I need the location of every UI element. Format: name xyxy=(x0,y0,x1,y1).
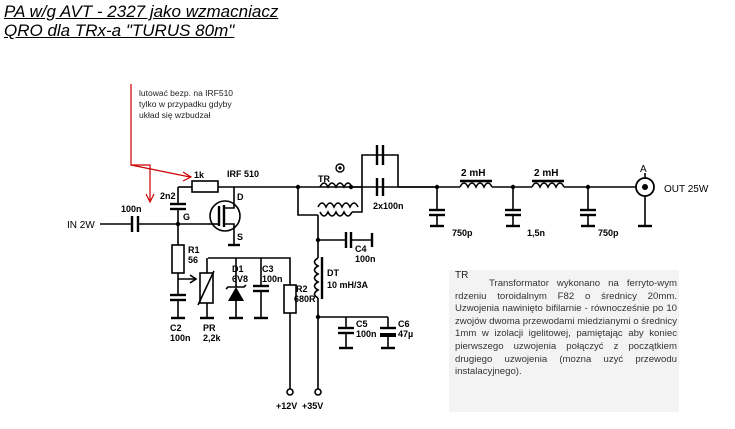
pot-slash xyxy=(197,270,215,306)
output-node-label: A xyxy=(640,164,647,175)
annotation-arrow-line-2 xyxy=(130,164,191,178)
output-transformer: TR C4 100n DT 10 mH/3A C5 100n C6 xyxy=(295,163,413,411)
title-line-2: QRO dla TRx-a "TURUS 80m" xyxy=(4,21,235,40)
c5-name: C5 xyxy=(356,319,368,329)
annotation-line-3: układ się wzbudzał xyxy=(139,110,210,120)
r1-value: 56 xyxy=(188,255,198,265)
mosfet: IRF 510 D S xyxy=(207,169,259,247)
low-pass-filter: 750p 2 mH 1,5n 2 mH 750p xyxy=(398,168,636,238)
dt-name: DT xyxy=(327,268,339,278)
l1-label: 2 mH xyxy=(461,168,485,179)
pr-value: 2,2k xyxy=(203,333,222,343)
annotation-line-1: lutować bezp. na IRF510 xyxy=(139,88,233,98)
tr-dot-inner xyxy=(338,166,342,170)
c4-name: C4 xyxy=(355,244,367,254)
mosfet-drain-lead xyxy=(224,187,235,209)
inductor-l1 xyxy=(459,182,493,189)
c3-value: 100n xyxy=(262,274,283,284)
transistor-label: IRF 510 xyxy=(227,169,259,179)
output-connector: A OUT 25W xyxy=(635,164,709,228)
transformer-note-tag: TR xyxy=(455,270,469,281)
diagram-title: PA w/g AVT - 2327 jako wzmacniacz QRO dl… xyxy=(4,2,278,40)
pin-d-label: D xyxy=(237,192,244,202)
title-line-1: PA w/g AVT - 2327 jako wzmacniacz xyxy=(4,2,279,21)
output-label: OUT 25W xyxy=(664,184,709,195)
transformer-note: TR Transformator wykonano na ferryto-wym… xyxy=(449,270,679,412)
transformer-note-text: Transformator wykonano na ferryto-wym rd… xyxy=(455,278,677,378)
wiper-arrow xyxy=(189,274,198,284)
annotation-line-2: tylko w przypadku gdyby xyxy=(139,99,232,109)
tr-winding-2 xyxy=(317,202,359,209)
tr-secondary-lead xyxy=(352,186,363,213)
cf1-label: 750p xyxy=(452,228,473,238)
r-fb-label: 1k xyxy=(194,170,205,180)
input-label: IN 2W xyxy=(67,220,95,231)
tr-out-node xyxy=(348,184,354,190)
c-out-parallel-wire xyxy=(361,154,399,187)
tr-primary-lead xyxy=(297,187,318,216)
r2-name: R2 xyxy=(296,284,308,294)
tr-dot-outer xyxy=(335,163,345,173)
cf3-label: 750p xyxy=(598,228,619,238)
r1-name: R1 xyxy=(188,245,200,255)
c2-value: 100n xyxy=(170,333,191,343)
annotation-arrow-line xyxy=(130,84,151,200)
r-feedback xyxy=(191,180,219,193)
c2-name: C2 xyxy=(170,323,182,333)
mosfet-body xyxy=(209,200,241,232)
tr-label: TR xyxy=(318,174,330,184)
supply-35-label: +35V xyxy=(302,401,323,411)
pr-name: PR xyxy=(203,323,216,333)
pin-g-label: G xyxy=(183,212,190,222)
c-in-label: 100n xyxy=(121,204,142,214)
zener-bar xyxy=(225,284,247,290)
mosfet-source-lead xyxy=(224,223,235,244)
terminal-12v xyxy=(286,388,294,396)
dt-value: 10 mH/3A xyxy=(327,280,369,290)
c6-name: C6 xyxy=(398,319,410,329)
tr-winding-3 xyxy=(319,210,353,217)
choke-dt xyxy=(313,257,320,299)
terminal-35v xyxy=(314,388,322,396)
c-out-label: 2x100n xyxy=(373,201,404,211)
l2-label: 2 mH xyxy=(534,168,558,179)
c6-value: 47µ xyxy=(398,329,413,339)
d1-value: 6V8 xyxy=(232,274,248,284)
c-fb-label: 2n2 xyxy=(160,191,176,201)
pin-s-label: S xyxy=(237,232,243,242)
annotation-arrow-head-1 xyxy=(145,193,155,204)
c6-plate-2 xyxy=(380,333,396,337)
supply-12-label: +12V xyxy=(276,401,297,411)
cf2-label: 1,5n xyxy=(527,228,545,238)
zener-diode xyxy=(228,287,244,301)
annotation: lutować bezp. na IRF510 tylko w przypadk… xyxy=(130,84,233,204)
r1 xyxy=(171,244,185,274)
c5-value: 100n xyxy=(356,329,377,339)
annotation-arrow-head-2 xyxy=(182,171,193,182)
output-coupling: 2x100n xyxy=(361,145,404,211)
bias-network: R1 56 C2 100n PR 2,2k D1 6V8 C3 100n R2 xyxy=(170,224,316,411)
input-stage: IN 2W 100n G xyxy=(67,204,207,232)
c4-value: 100n xyxy=(355,254,376,264)
d1-name: D1 xyxy=(232,264,244,274)
connector-pin xyxy=(642,184,648,190)
r2-value: 680R xyxy=(294,294,316,304)
feedback-network: 2n2 1k xyxy=(160,170,438,224)
c3-name: C3 xyxy=(262,264,274,274)
inductor-l2 xyxy=(531,182,565,189)
tr-winding-1 xyxy=(319,182,353,189)
